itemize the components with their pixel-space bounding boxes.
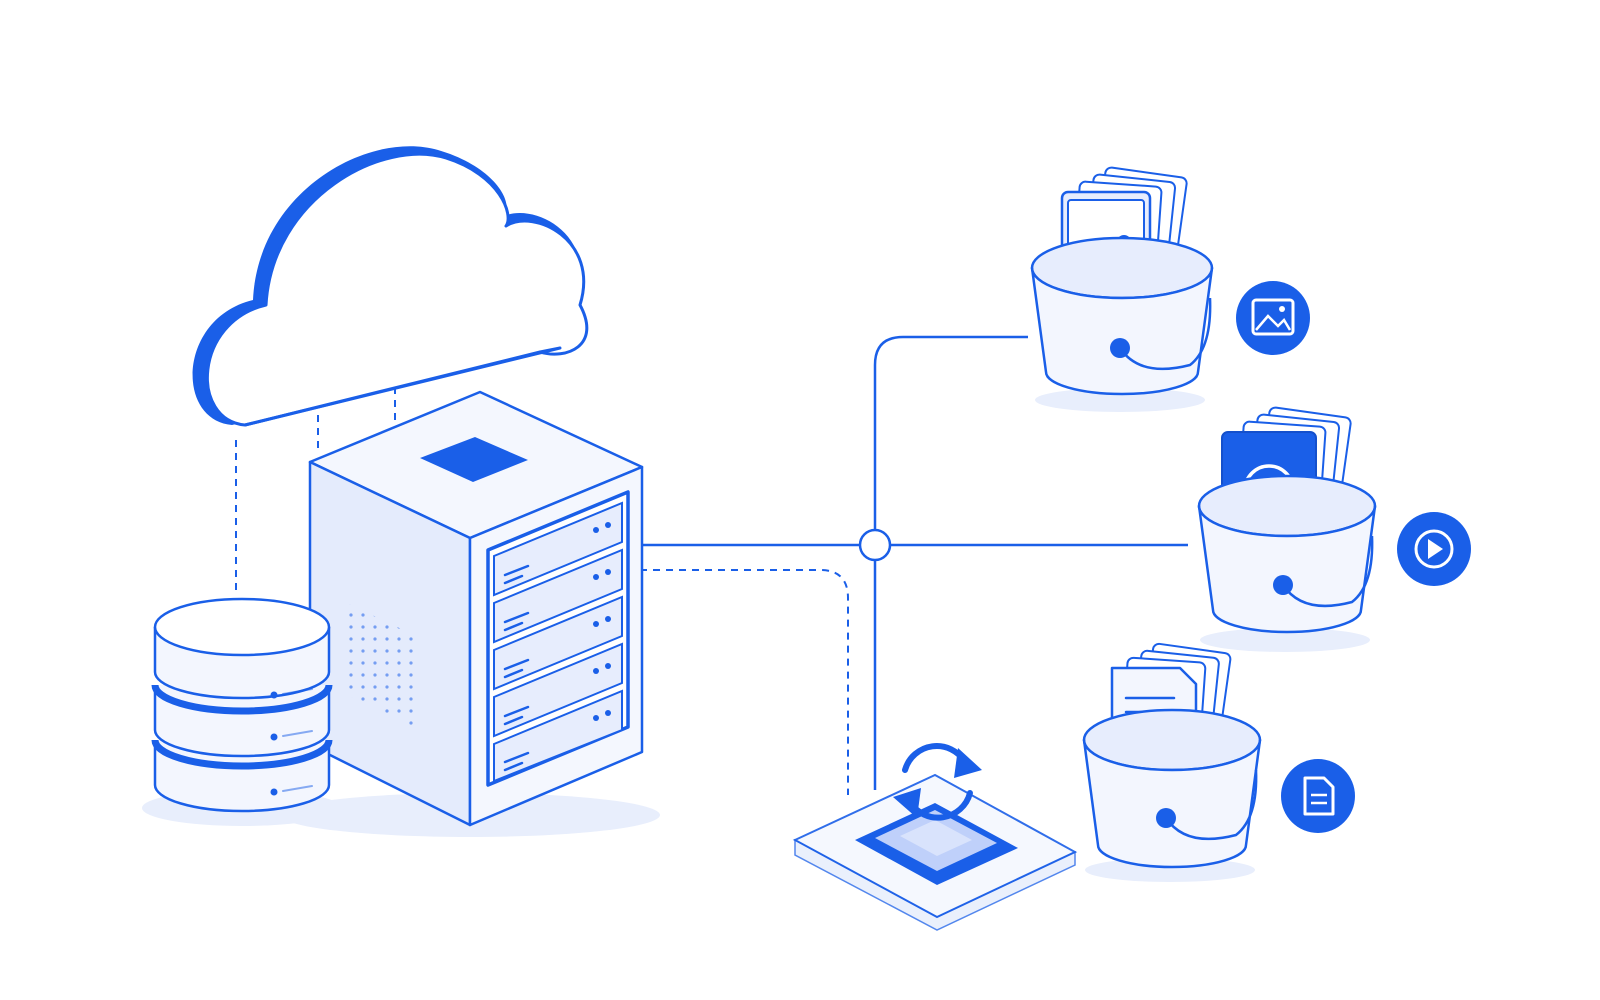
server-vent [345,602,414,728]
cloud-icon [192,146,589,427]
drive-bay [493,501,623,597]
image-icon [1236,281,1310,355]
server-top-panel [420,437,528,482]
server-rack-icon [280,390,660,837]
cloud-bottom-edge [244,350,541,427]
document-icon [1281,759,1355,833]
junction-node [858,528,892,562]
connector-server-sync [640,569,849,795]
play-icon [1397,512,1471,586]
document-bucket [1082,642,1262,882]
drive-bay [493,642,623,738]
image-bucket [1030,166,1214,412]
database-top [153,597,331,657]
database-icon [142,597,342,826]
video-bucket [1197,406,1377,652]
cloud-face [205,152,589,427]
drive-bay [493,548,623,644]
drive-bay [493,595,623,691]
sync-icon [792,743,1078,931]
server-drives [493,501,623,783]
drive-bay [493,689,623,783]
connector-junction-image [873,335,1028,532]
